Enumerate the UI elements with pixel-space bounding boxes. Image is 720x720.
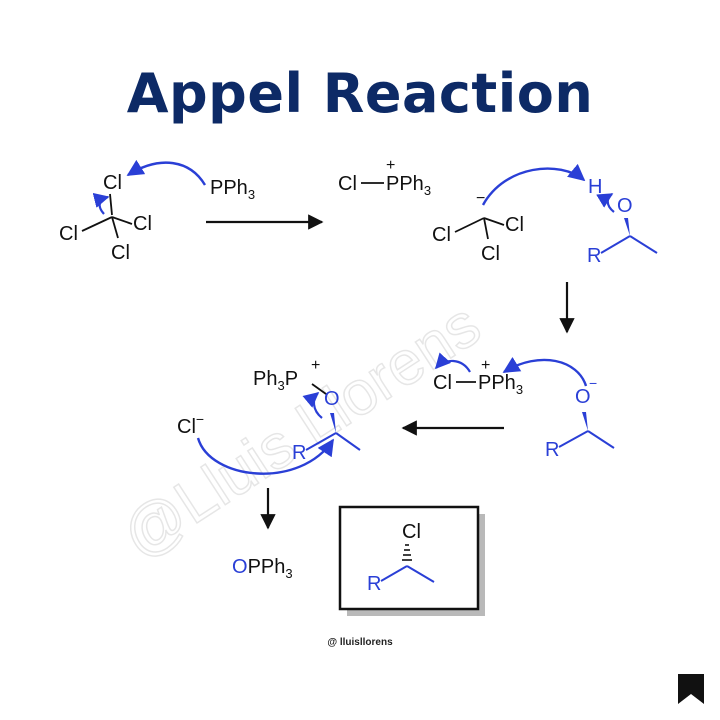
svg-text:Cl: Cl xyxy=(59,223,78,245)
svg-text:Cl: Cl xyxy=(133,213,152,235)
svg-text:O: O xyxy=(324,388,340,410)
svg-text:+: + xyxy=(481,357,490,374)
alkyl-chloride-product: Cl R xyxy=(367,521,435,595)
triphenylphosphine-oxide: OPPh3 xyxy=(232,556,293,581)
svg-text:+: + xyxy=(311,357,320,374)
svg-text:PPh3: PPh3 xyxy=(478,372,523,397)
page-title: Appel Reaction xyxy=(126,62,594,125)
svg-text:Cl: Cl xyxy=(338,173,357,195)
svg-text:Cl: Cl xyxy=(432,224,451,246)
credit-handle: @ lluisllorens xyxy=(327,637,393,648)
curved-arrow-p-to-cl xyxy=(126,159,207,186)
pph3-reagent: PPh3 xyxy=(210,177,255,202)
curved-arrow-o-to-p xyxy=(502,356,588,387)
bookmark-icon[interactable] xyxy=(676,672,706,706)
chlorophosphonium: Cl PPh3 + xyxy=(338,157,431,198)
curved-arrow-co-bond xyxy=(302,392,323,419)
svg-text:Cl: Cl xyxy=(103,172,122,194)
chloride-ion: Cl− xyxy=(177,411,204,438)
svg-text:−: − xyxy=(476,190,485,207)
svg-text:Ph3P: Ph3P xyxy=(253,368,298,393)
svg-text:O: O xyxy=(575,386,591,408)
svg-text:R: R xyxy=(545,439,559,461)
svg-text:Cl: Cl xyxy=(505,214,524,236)
svg-text:R: R xyxy=(292,442,306,464)
ccl4-molecule: Cl Cl Cl Cl xyxy=(59,172,152,264)
svg-text:Cl: Cl xyxy=(111,242,130,264)
product-box xyxy=(338,505,485,616)
svg-text:PPh3: PPh3 xyxy=(386,173,431,198)
alkoxide: O − R xyxy=(545,375,615,461)
svg-text:O: O xyxy=(617,195,633,217)
curved-arrow-bond-break xyxy=(92,192,110,215)
svg-text:Cl: Cl xyxy=(402,521,421,543)
svg-text:Cl: Cl xyxy=(433,372,452,394)
curved-arrow-p-cl-bond xyxy=(434,352,471,373)
svg-text:Cl: Cl xyxy=(481,243,500,265)
curved-arrow-oh-bond xyxy=(596,193,615,213)
curved-arrow-sn2 xyxy=(196,437,335,475)
svg-text:+: + xyxy=(386,157,395,174)
curved-arrow-anion-to-h xyxy=(481,163,586,206)
secondary-alcohol: H O R xyxy=(587,176,658,267)
alkoxyphosphonium: Ph3P + O R xyxy=(253,357,361,464)
svg-text:R: R xyxy=(367,573,381,595)
svg-text:H: H xyxy=(588,176,602,198)
svg-text:−: − xyxy=(589,375,597,391)
svg-text:R: R xyxy=(587,245,601,267)
chlorophosphonium-2: Cl PPh3 + xyxy=(433,357,523,397)
trichloromethyl-anion: − Cl Cl Cl xyxy=(432,190,524,265)
